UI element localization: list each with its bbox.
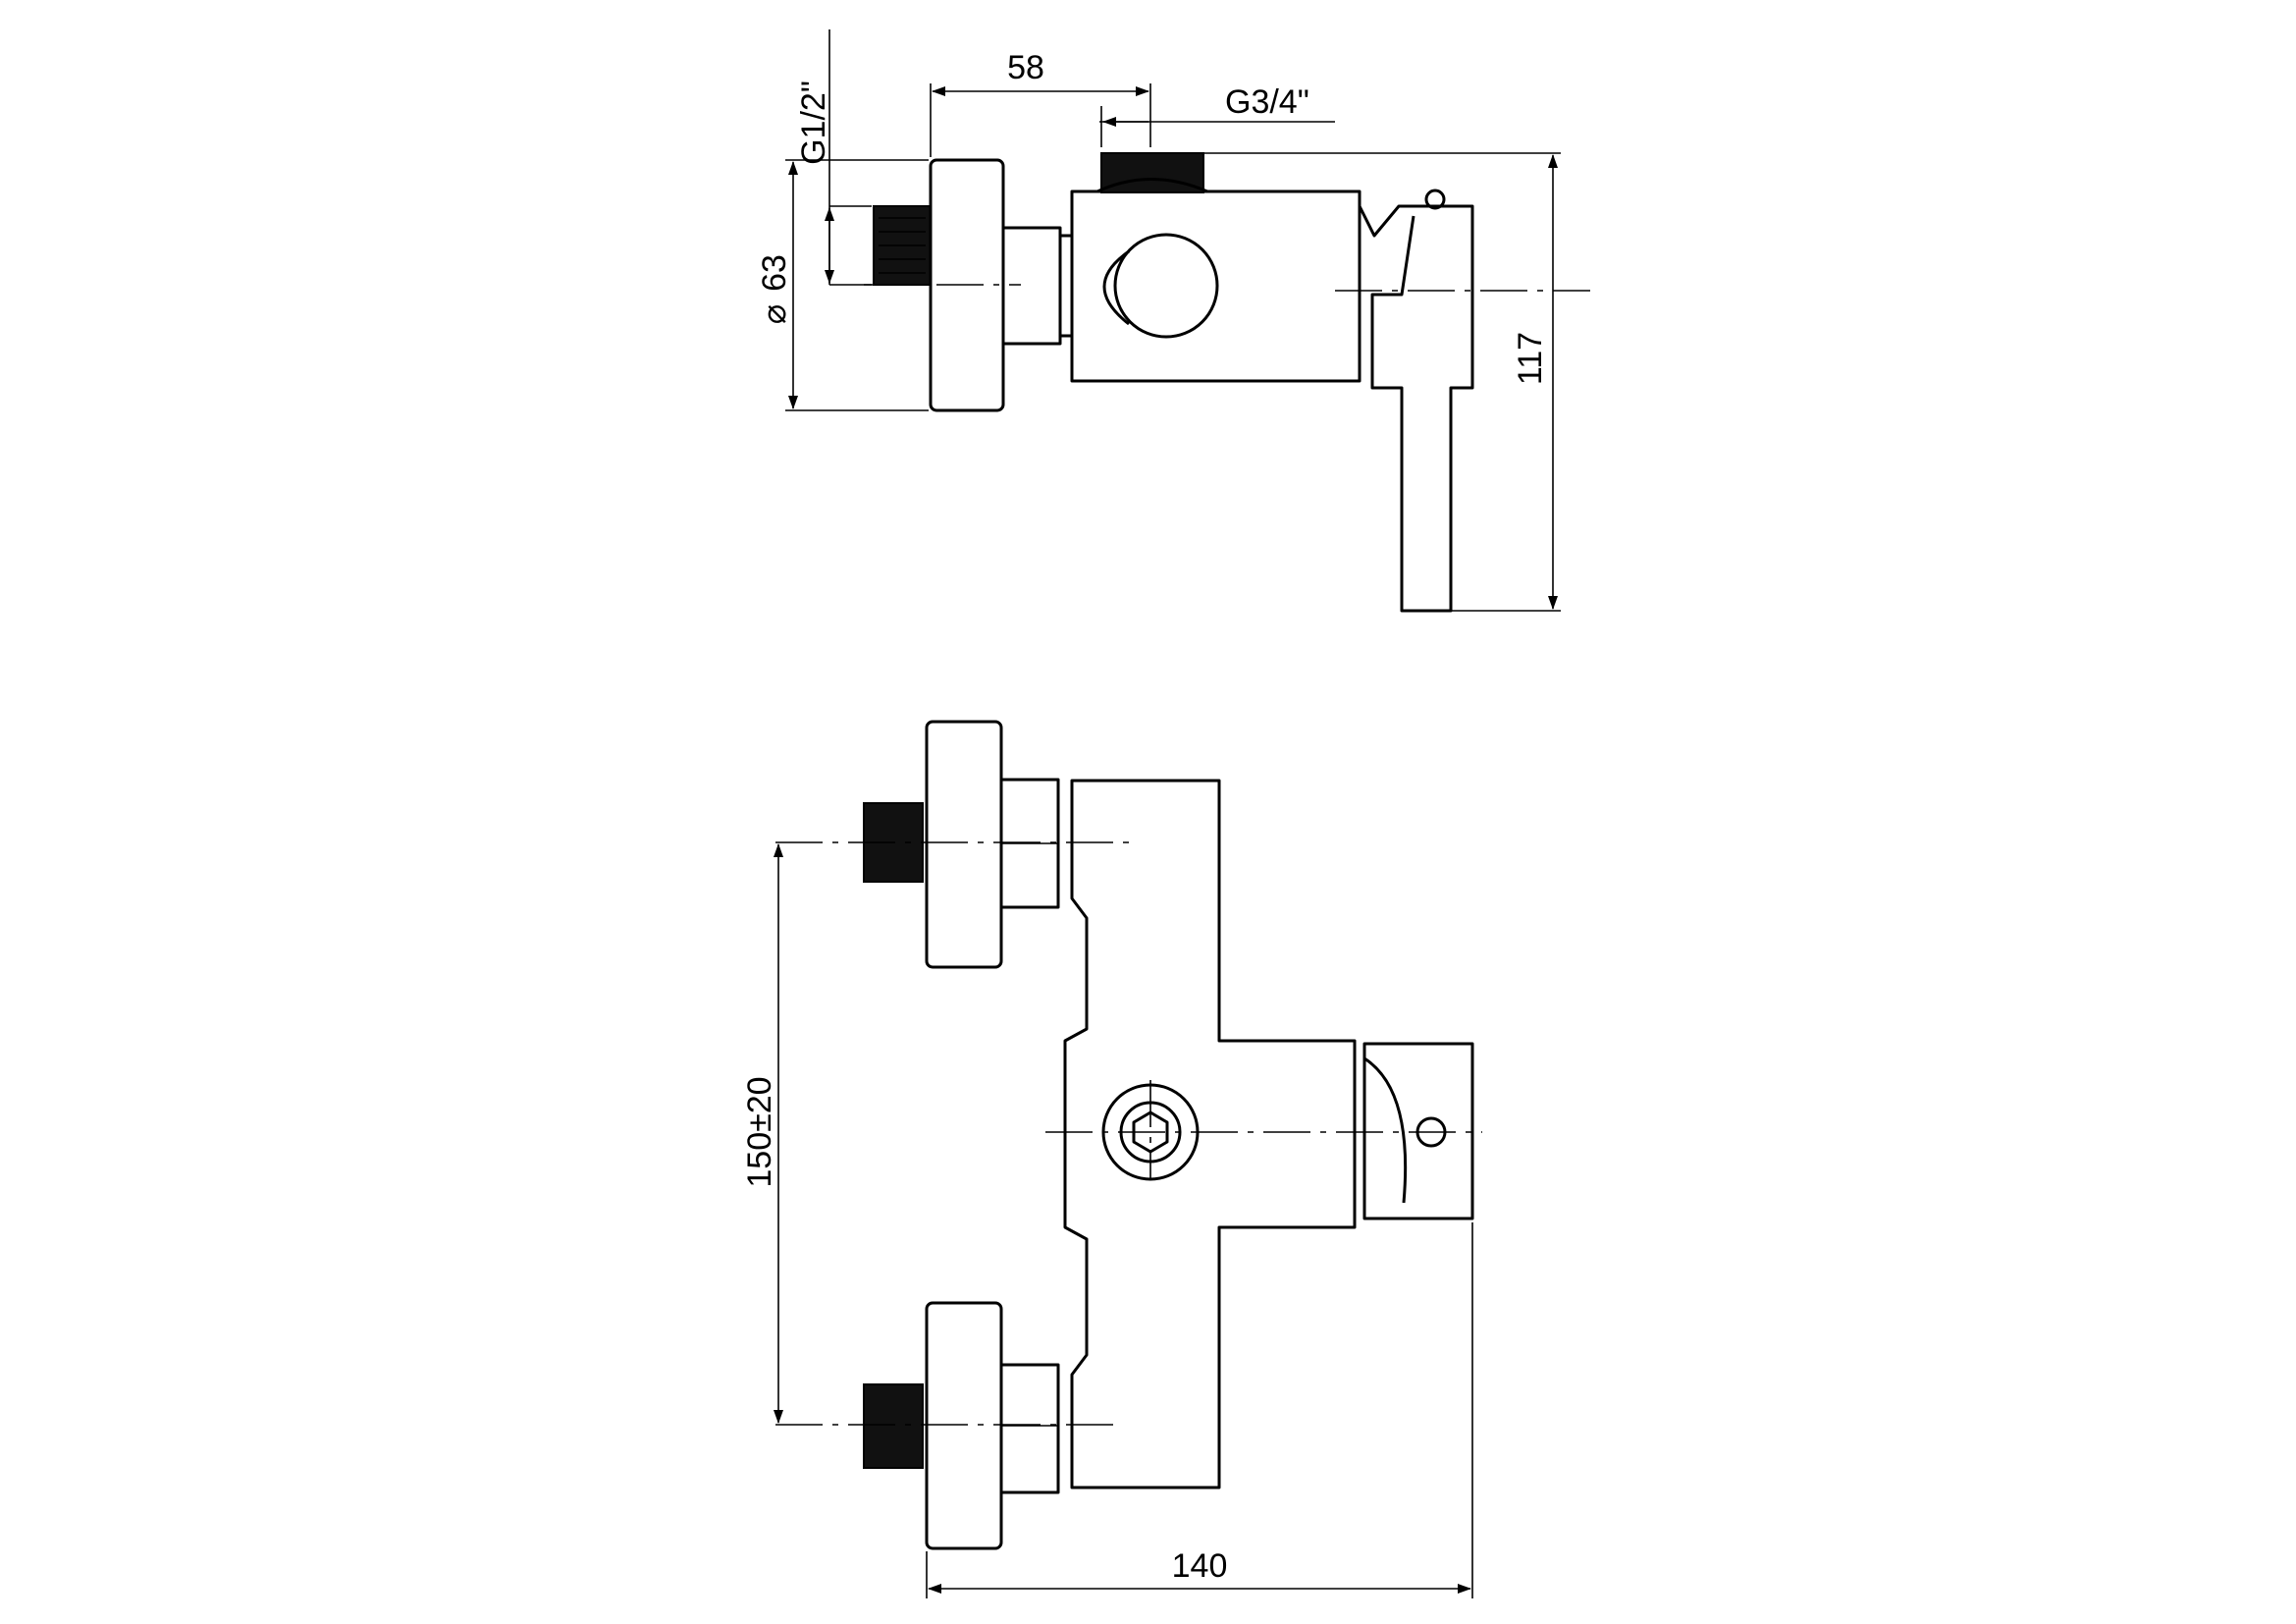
lever-screw-side xyxy=(1424,189,1446,210)
dim-g12: G1/2" xyxy=(795,81,832,165)
inlet-thread-lower xyxy=(863,1383,924,1469)
side-view: 58 G3/4" G1/2" ⌀ 63 117 xyxy=(756,29,1590,613)
lever-handle-side xyxy=(1358,204,1474,613)
sleeve-lower xyxy=(999,1363,1060,1494)
dim-diameter-symbol: ⌀ xyxy=(756,304,793,324)
outlet-thread-side xyxy=(1100,152,1204,193)
mixer-body-front xyxy=(1063,779,1357,1489)
dim-117: 117 xyxy=(1512,332,1549,385)
dim-140: 140 xyxy=(1172,1547,1228,1585)
mixer-body-side xyxy=(1070,189,1362,383)
dim-150: 150±20 xyxy=(741,1076,778,1187)
dim-g34: G3/4" xyxy=(1225,83,1309,121)
wall-flange-upper xyxy=(925,720,1003,969)
dim-58: 58 xyxy=(1007,49,1044,86)
front-view: 150±20 140 xyxy=(741,720,1482,1598)
temperature-knob-side xyxy=(1113,233,1219,339)
dim-63: 63 xyxy=(756,254,793,292)
hex-socket-icon xyxy=(1132,1110,1169,1154)
lever-handle-front xyxy=(1362,1042,1474,1220)
wall-flange-lower xyxy=(925,1301,1003,1550)
sleeve-side xyxy=(1001,226,1062,346)
